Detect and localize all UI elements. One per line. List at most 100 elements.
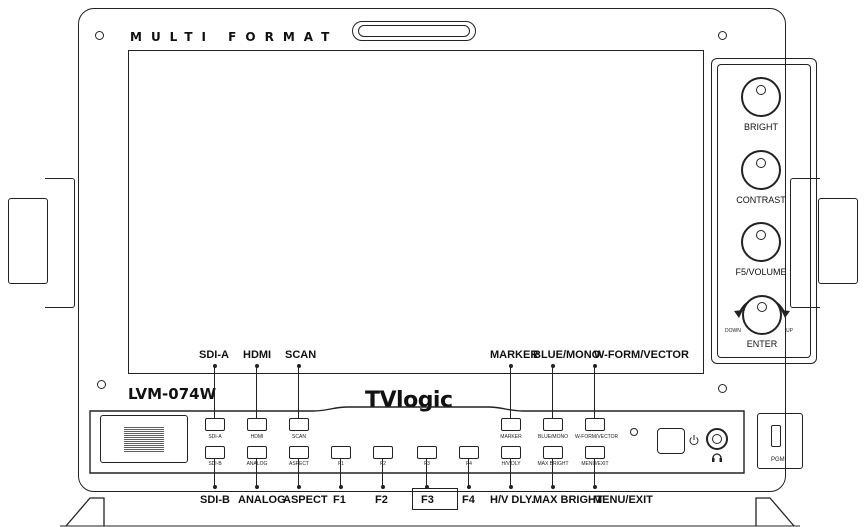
callout-line <box>552 366 553 418</box>
callout-dot <box>212 485 217 489</box>
callout-dot <box>508 364 513 368</box>
pgm-panel <box>757 413 803 469</box>
callout-w-form-vector: W-FORM/VECTOR <box>594 349 689 361</box>
f1-button[interactable] <box>331 446 351 459</box>
max-bright-label: MAX BRIGHT <box>537 461 569 467</box>
f3-label: F3 <box>424 461 430 467</box>
contrast-knob[interactable] <box>741 150 781 190</box>
callout-dot <box>254 364 259 368</box>
callout-line <box>594 366 595 418</box>
callout-dot <box>338 485 343 489</box>
callout-aspect: ASPECT <box>283 494 328 506</box>
sdi-a-button[interactable] <box>205 418 225 431</box>
volume-label: F5/VOLUME <box>735 267 787 277</box>
power-icon <box>689 435 699 446</box>
marker-button[interactable] <box>501 418 521 431</box>
callout-f4: F4 <box>462 494 475 506</box>
callout-line <box>214 459 215 489</box>
screen <box>128 50 704 374</box>
callout-dot <box>508 485 513 489</box>
callout-max-bright: MAX BRIGHT <box>533 494 603 506</box>
f3-button[interactable] <box>417 446 437 459</box>
callout-f1: F1 <box>333 494 346 506</box>
callout-line <box>298 459 299 489</box>
stand-feet <box>60 497 800 527</box>
f1-label: F1 <box>338 461 344 467</box>
callout-line <box>340 459 341 489</box>
scan-button[interactable] <box>289 418 309 431</box>
left-handle <box>8 198 48 284</box>
headphone-icon <box>712 453 722 462</box>
indicator-led <box>630 428 638 436</box>
f4-label: F4 <box>466 461 472 467</box>
headphone-jack[interactable] <box>706 428 728 450</box>
right-handle <box>818 198 858 284</box>
callout-f3: F3 <box>421 494 434 506</box>
max-bright-button[interactable] <box>543 446 563 459</box>
w-form-vector-label: W-FORM/VECTOR <box>575 434 619 440</box>
aspect-label: ASPECT <box>279 461 319 467</box>
callout-dot <box>424 485 429 489</box>
callout-dot <box>296 485 301 489</box>
blue-mono-button[interactable] <box>543 418 563 431</box>
blue-mono-label: BLUE/MONO <box>537 434 568 440</box>
menu-exit-button[interactable] <box>585 446 605 459</box>
pgm-connector <box>771 425 781 447</box>
callout-dot <box>254 485 259 489</box>
sdi-b-label: SDI-B <box>208 461 222 467</box>
bright-knob[interactable] <box>741 77 781 117</box>
control-panel <box>89 406 745 474</box>
aspect-button[interactable] <box>289 446 309 459</box>
brand-text: MULTI FORMAT <box>130 30 339 44</box>
hdmi-button[interactable] <box>247 418 267 431</box>
callout-line <box>382 459 383 489</box>
callout-line <box>594 459 595 489</box>
contrast-label: CONTRAST <box>736 195 786 205</box>
scan-label: SCAN <box>292 434 306 440</box>
callout-line <box>552 459 553 489</box>
headphone-jack-inner <box>712 434 722 444</box>
analog-label: ANALOG <box>246 461 268 467</box>
analog-button[interactable] <box>247 446 267 459</box>
callout-dot <box>212 364 217 368</box>
enter-label: ENTER <box>746 339 778 349</box>
bright-knob-cap <box>756 85 766 95</box>
hv-dly-button[interactable] <box>501 446 521 459</box>
f2-button[interactable] <box>373 446 393 459</box>
callout-menu-exit: MENU/EXIT <box>593 494 653 506</box>
knob-panel-inner <box>717 64 811 358</box>
left-bracket <box>45 178 75 308</box>
callout-hv-dly: H/V DLY. <box>490 494 535 506</box>
volume-knob[interactable] <box>741 222 781 262</box>
callout-marker: MARKER <box>490 349 539 361</box>
contrast-knob-cap <box>756 158 766 168</box>
sdi-a-label: SDI-A <box>208 434 222 440</box>
marker-label: MARKER <box>500 434 522 440</box>
callout-dot <box>296 364 301 368</box>
callout-line <box>468 459 469 489</box>
screw-icon <box>718 384 727 393</box>
enter-down-label: DOWN <box>725 328 741 334</box>
right-bracket <box>790 178 820 308</box>
brand-logo: TVlogic <box>365 388 453 413</box>
sdi-b-button[interactable] <box>205 446 225 459</box>
volume-knob-cap <box>756 230 766 240</box>
callout-line <box>298 366 299 418</box>
screw-icon <box>97 380 106 389</box>
callout-hdmi: HDMI <box>243 349 272 361</box>
f4-button[interactable] <box>459 446 479 459</box>
power-button[interactable] <box>657 428 685 454</box>
top-slot <box>352 21 476 41</box>
w-form-vector-button[interactable] <box>585 418 605 431</box>
bright-label: BRIGHT <box>743 122 778 132</box>
callout-line <box>256 459 257 489</box>
callout-blue-mono: BLUE/MONO <box>533 349 601 361</box>
top-slot-inner <box>358 25 470 37</box>
callout-sdi-b: SDI-B <box>200 494 230 506</box>
model-label: LVM-074W <box>128 385 217 403</box>
enter-knob[interactable] <box>742 295 782 335</box>
enter-up-label: UP <box>786 328 793 334</box>
screw-icon <box>718 31 727 40</box>
callout-line <box>214 366 215 418</box>
callout-line <box>510 459 511 489</box>
